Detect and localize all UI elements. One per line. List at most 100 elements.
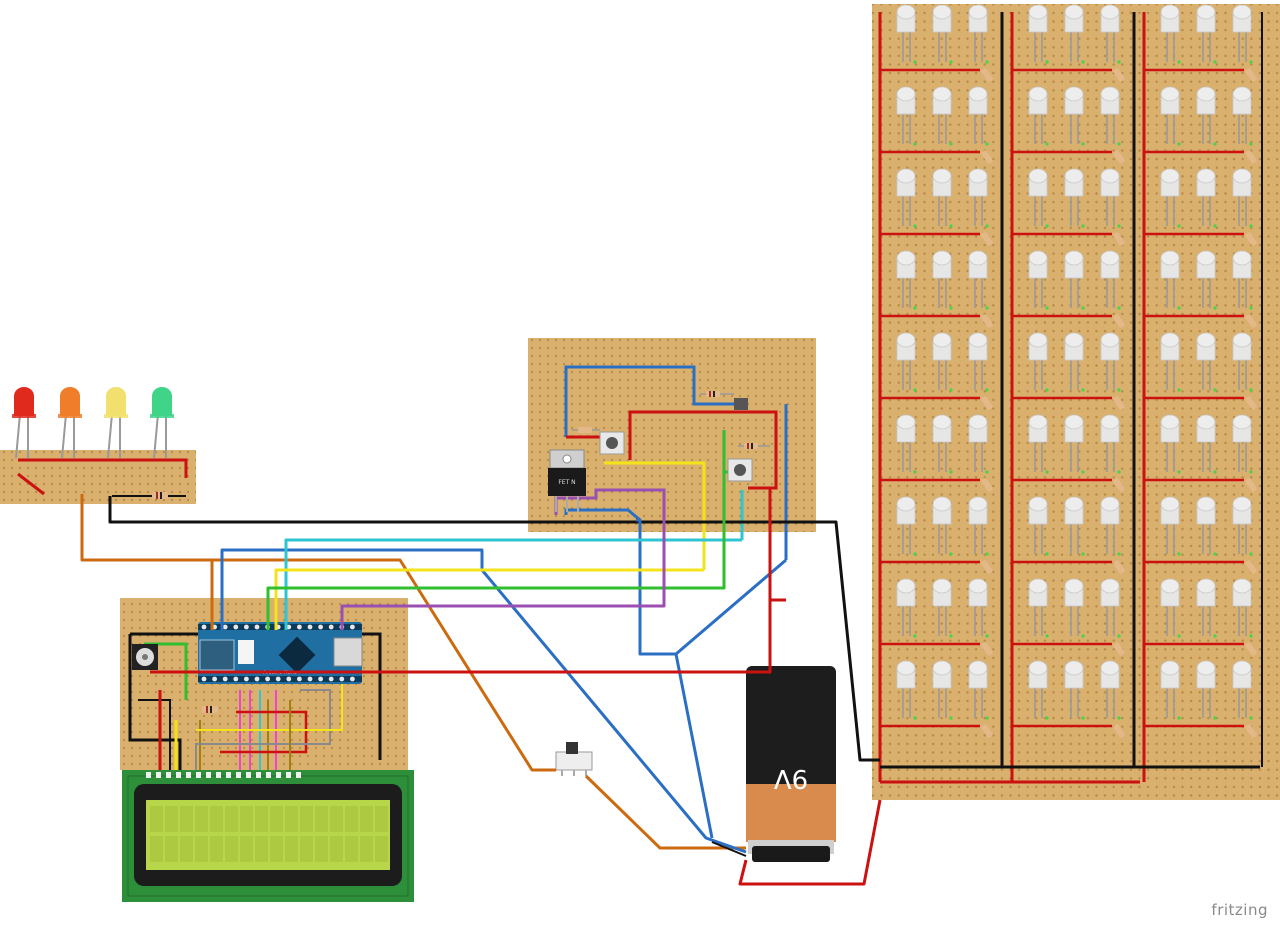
lcd-cell — [255, 806, 268, 832]
matrix-led — [896, 660, 917, 720]
potentiometer — [132, 644, 158, 670]
resistor — [1245, 478, 1257, 492]
matrix-led — [1064, 168, 1085, 228]
resistor — [981, 314, 993, 328]
matrix-led — [896, 496, 917, 556]
mosfet-label: FET N — [558, 479, 575, 486]
resistor — [981, 478, 993, 492]
matrix-led — [1064, 578, 1085, 638]
matrix-led — [1028, 168, 1049, 228]
resistor — [981, 642, 993, 656]
resistor — [1245, 68, 1257, 82]
transistor — [734, 398, 748, 410]
lcd-pin — [236, 772, 241, 778]
indicator-board — [0, 387, 196, 504]
lcd-pin — [296, 772, 301, 778]
indicator-leds — [12, 387, 174, 459]
lcd-pin — [146, 772, 151, 778]
lcd-header-pins — [146, 772, 301, 778]
matrix-led — [932, 332, 953, 392]
header-pin — [233, 624, 239, 630]
header-pin — [244, 676, 249, 682]
header-pin — [297, 676, 302, 682]
matrix-led — [968, 496, 989, 556]
matrix-led — [1100, 250, 1121, 310]
matrix-led — [932, 414, 953, 474]
matrix-led — [932, 660, 953, 720]
matrix-led — [1232, 578, 1253, 638]
lcd-pin — [176, 772, 181, 778]
header-pin — [286, 624, 292, 630]
header-pin — [307, 624, 313, 630]
matrix-led — [1028, 578, 1049, 638]
lcd-pin — [216, 772, 221, 778]
matrix-led — [1160, 86, 1181, 146]
header-pin — [297, 624, 302, 630]
matrix-led — [1160, 4, 1181, 64]
header-pin — [265, 676, 270, 682]
matrix-led — [932, 250, 953, 310]
matrix-led — [896, 168, 917, 228]
header-pin — [318, 676, 323, 682]
matrix-led — [1064, 250, 1085, 310]
red-led — [12, 387, 36, 459]
matrix-led — [1028, 660, 1049, 720]
matrix-led — [1232, 660, 1253, 720]
lcd-cell — [240, 836, 253, 862]
led-matrix-board — [872, 4, 1280, 800]
matrix-led — [932, 4, 953, 64]
lcd-cell — [180, 836, 193, 862]
lcd-cell — [150, 836, 163, 862]
resistor — [1245, 724, 1257, 738]
header-pin — [307, 676, 313, 682]
resistor — [1113, 560, 1125, 574]
matrix-led — [932, 496, 953, 556]
matrix-led — [1160, 496, 1181, 556]
matrix-led — [896, 250, 917, 310]
resistor — [1245, 396, 1257, 410]
matrix-led — [968, 86, 989, 146]
header-pin — [275, 676, 281, 682]
resistor — [572, 427, 600, 433]
lcd-cell — [315, 836, 328, 862]
matrix-led — [896, 578, 917, 638]
battery-label: 9V — [774, 763, 809, 793]
resistor — [981, 724, 993, 738]
matrix-led — [968, 578, 989, 638]
header-pin — [350, 624, 355, 630]
header-pin — [201, 624, 207, 630]
lcd-cell — [225, 806, 238, 832]
matrix-led — [1064, 332, 1085, 392]
matrix-led — [1160, 660, 1181, 720]
matrix-led — [1232, 332, 1253, 392]
matrix-led — [1232, 496, 1253, 556]
resistor — [152, 492, 168, 499]
matrix-led — [1064, 660, 1085, 720]
matrix-led — [1196, 332, 1217, 392]
resistor — [981, 560, 993, 574]
yellow-led — [104, 387, 128, 459]
lcd-cell — [225, 836, 238, 862]
lcd-cell — [330, 836, 343, 862]
matrix-led — [1196, 4, 1217, 64]
lcd-module — [122, 770, 414, 902]
resistor — [1113, 314, 1125, 328]
green-led — [150, 387, 174, 459]
lcd-cell — [270, 806, 283, 832]
matrix-led — [1232, 86, 1253, 146]
resistor — [1245, 232, 1257, 246]
lcd-cell — [210, 836, 223, 862]
matrix-led — [1232, 414, 1253, 474]
lcd-pin — [166, 772, 171, 778]
lcd-cell — [375, 836, 388, 862]
lcd-pin — [246, 772, 251, 778]
lcd-cell — [375, 806, 388, 832]
lcd-cell — [285, 836, 298, 862]
lcd-cell — [315, 806, 328, 832]
matrix-led — [1232, 4, 1253, 64]
lcd-cell — [360, 806, 373, 832]
matrix-led — [1100, 168, 1121, 228]
lcd-cell — [360, 836, 373, 862]
matrix-led — [1100, 4, 1121, 64]
